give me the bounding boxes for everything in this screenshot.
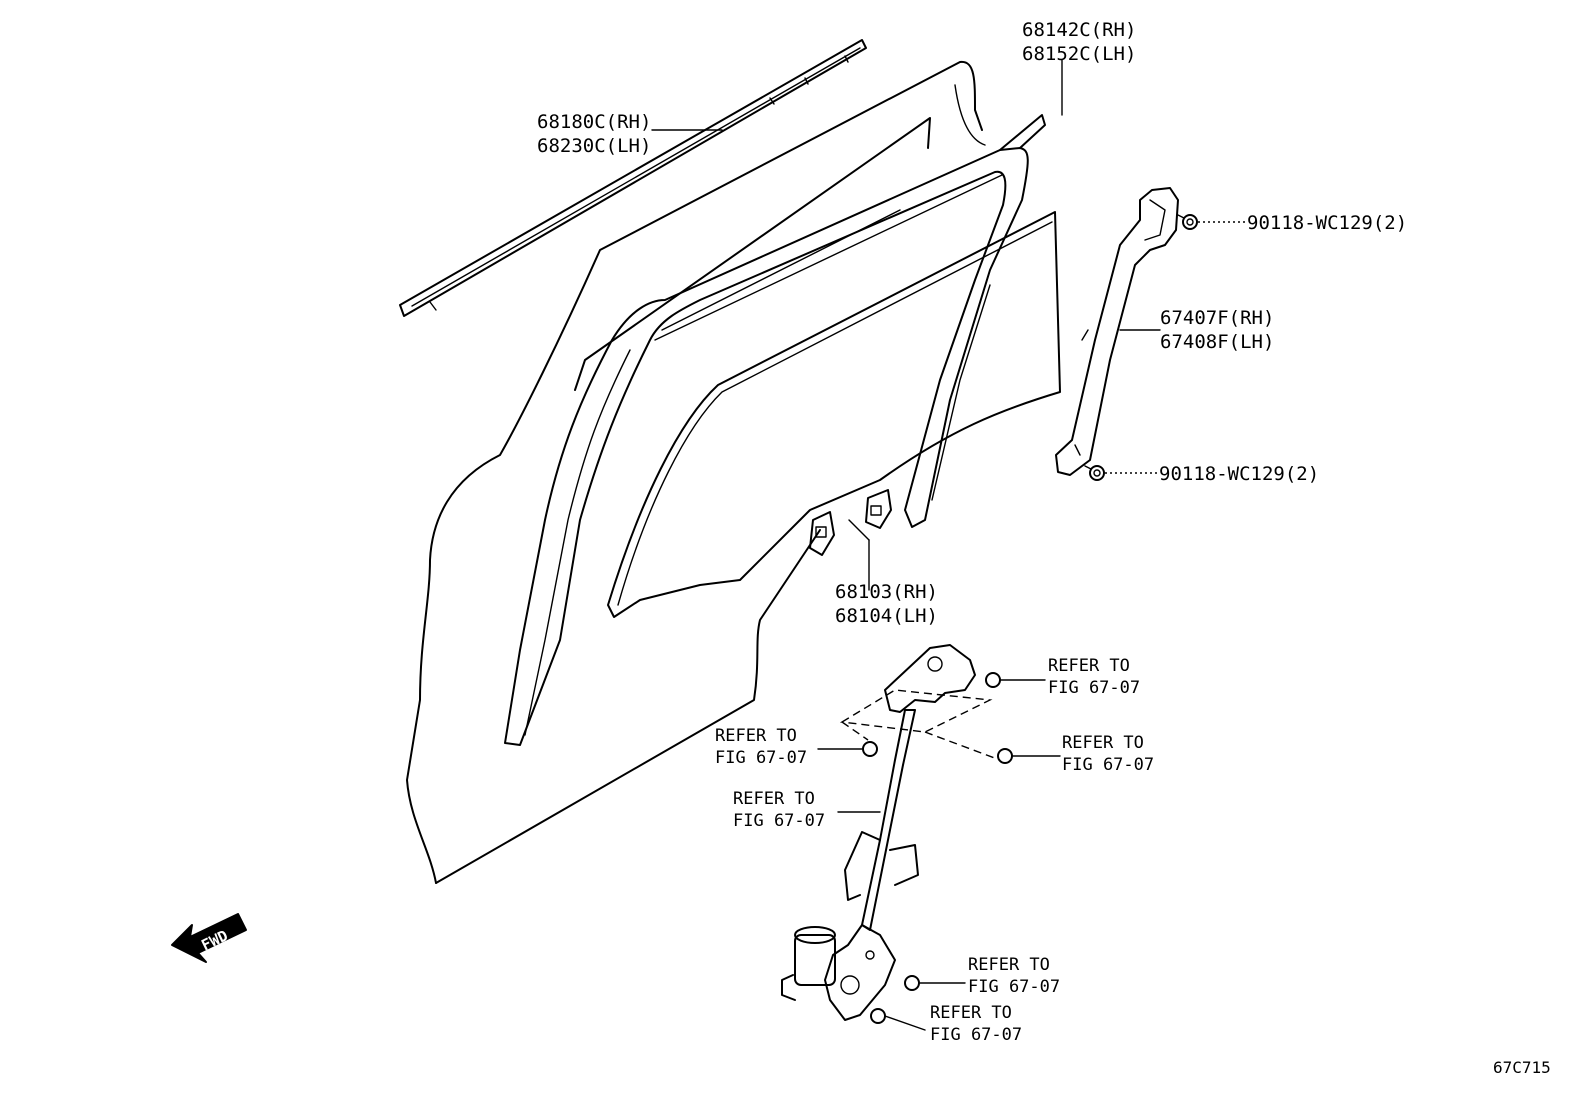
refer-label-4-line2: FIG 67-07: [733, 811, 825, 831]
label-moulding-rh: 68180C(RH): [537, 111, 651, 133]
refer-label-2-line2: FIG 67-07: [715, 748, 807, 768]
glass-channel-clips[interactable]: [809, 489, 892, 556]
rear-guide[interactable]: [1055, 187, 1179, 476]
regulator-motor[interactable]: [781, 926, 836, 1001]
refer-label-3-line1: REFER TO: [1062, 733, 1144, 753]
refer-label-6-line2: FIG 67-07: [930, 1025, 1022, 1045]
refer-label-1-line1: REFER TO: [1048, 656, 1130, 676]
bolt-upper-icon[interactable]: [1177, 214, 1198, 230]
bolt-icon[interactable]: [870, 1008, 886, 1024]
bolt-icon[interactable]: [985, 672, 1001, 688]
fwd-arrow-icon: FWD: [171, 913, 247, 963]
label-bolt-lower: 90118-WC129(2): [1159, 463, 1319, 485]
refer-label-1-line2: FIG 67-07: [1048, 678, 1140, 698]
regulator-mount-dashed-lines: [839, 689, 1001, 761]
refer-label-4-line1: REFER TO: [733, 789, 815, 809]
refer-label-5-line2: FIG 67-07: [968, 977, 1060, 997]
bolt-lower-icon[interactable]: [1084, 465, 1105, 481]
label-glass-channel-lh: 68104(LH): [835, 605, 938, 627]
belt-moulding[interactable]: [399, 39, 867, 317]
glass-run-channel[interactable]: [504, 114, 1046, 746]
label-guide-lh: 67408F(LH): [1160, 331, 1274, 353]
label-run-channel-lh: 68152C(LH): [1022, 43, 1136, 65]
door-glass[interactable]: [607, 211, 1061, 618]
label-bolt-upper: 90118-WC129(2): [1247, 212, 1407, 234]
diagram-code: 67C715: [1493, 1058, 1551, 1077]
refer-label-2-line1: REFER TO: [715, 726, 797, 746]
bolt-icon[interactable]: [997, 748, 1013, 764]
label-run-channel-rh: 68142C(RH): [1022, 19, 1136, 41]
refer-label-3-line2: FIG 67-07: [1062, 755, 1154, 775]
bolt-icon[interactable]: [862, 741, 878, 757]
label-guide-rh: 67407F(RH): [1160, 307, 1274, 329]
door-panel: [406, 60, 986, 884]
window-regulator[interactable]: [824, 644, 976, 1021]
label-glass-channel-rh: 68103(RH): [835, 581, 938, 603]
bolt-icon[interactable]: [904, 975, 920, 991]
refer-label-6-line1: REFER TO: [930, 1003, 1012, 1023]
refer-label-5-line1: REFER TO: [968, 955, 1050, 975]
leader-lines: [651, 59, 1245, 1031]
label-moulding-lh: 68230C(LH): [537, 135, 651, 157]
